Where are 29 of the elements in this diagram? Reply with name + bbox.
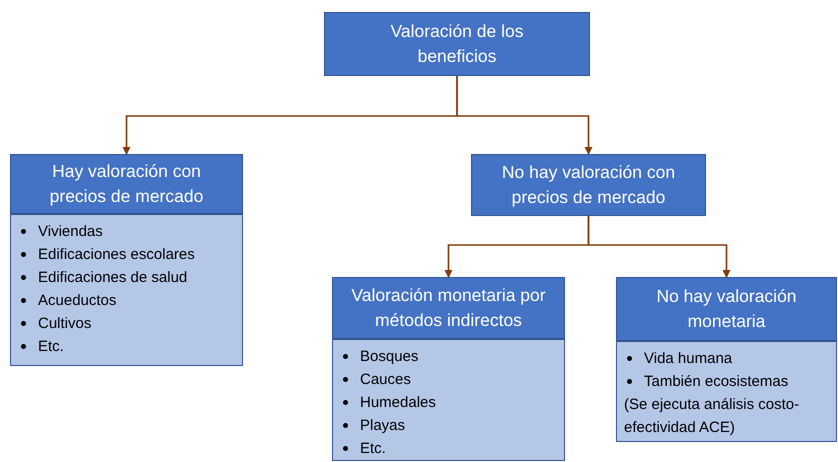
box-heading: Valoración de los beneficios [390, 20, 524, 68]
list-item: Cauces [360, 370, 411, 390]
connector-arrow [456, 76, 592, 155]
list-item: Cultivos [38, 314, 92, 334]
box-heading: Valoración monetaria por métodos indirectos [350, 284, 547, 332]
box-heading: No hay valoración con precios de mercado [500, 161, 676, 209]
category-box [471, 154, 706, 216]
connector-arrow [588, 216, 730, 278]
list-box [616, 341, 837, 442]
list-item: Humedales [360, 393, 436, 413]
list-item: Vida humana [644, 349, 732, 369]
list-item: Playas [360, 416, 406, 436]
category-box [324, 12, 590, 76]
box-heading: Hay valoración con precios de mercado [48, 160, 204, 208]
list-box [10, 214, 243, 366]
box-heading: No hay valoración monetaria [655, 285, 798, 333]
list-item: Edificaciones de salud [38, 268, 188, 288]
list-item: Bosques [360, 347, 418, 367]
list-box [332, 339, 565, 461]
list-item: También ecosistemas [644, 372, 788, 392]
list-item: Viviendas [38, 222, 103, 242]
category-box [10, 154, 243, 214]
category-box [616, 277, 837, 341]
note-text: (Se ejecuta análisis costo-efectividad ACE) [624, 395, 800, 438]
list-item: Etc. [38, 337, 64, 357]
list-item: Edificaciones escolares [38, 245, 195, 265]
list-item: Etc. [360, 439, 386, 459]
category-box [332, 277, 565, 339]
list-item: Acueductos [38, 291, 116, 311]
